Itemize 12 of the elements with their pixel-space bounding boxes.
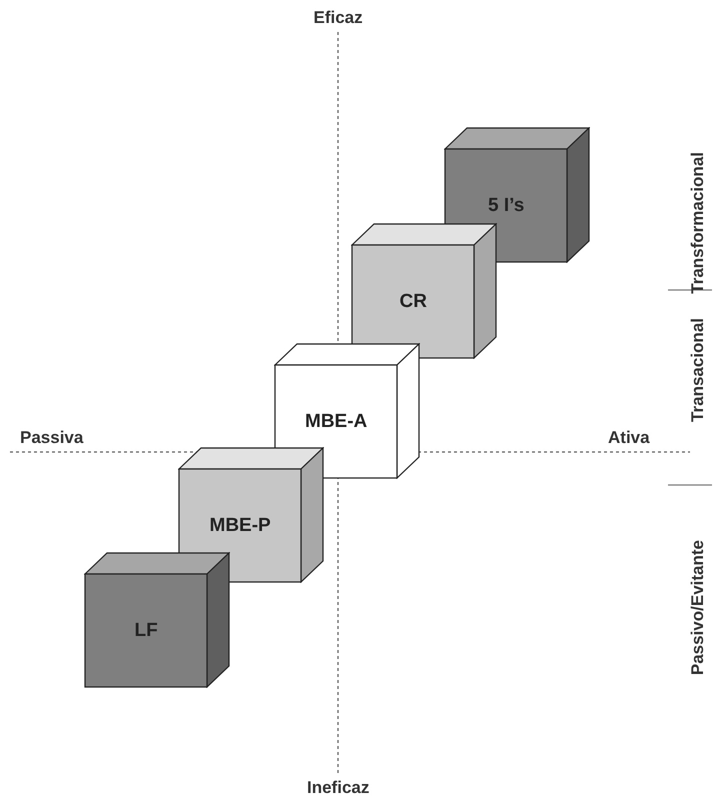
category-label: Transacional: [688, 318, 708, 422]
cube-label: LF: [134, 620, 158, 642]
axis-label: Eficaz: [314, 8, 363, 28]
cube-label: 5 I’s: [488, 194, 524, 216]
axis-label: Ativa: [608, 428, 650, 448]
cube-label: MBE-P: [210, 514, 271, 536]
category-label: Passivo/Evitante: [688, 540, 708, 676]
cube-label: CR: [400, 290, 427, 312]
cube-label: MBE-A: [305, 410, 368, 432]
axis-label: Ineficaz: [307, 778, 370, 798]
category-label: Transformacional: [688, 152, 708, 294]
axis-label: Passiva: [20, 428, 84, 448]
